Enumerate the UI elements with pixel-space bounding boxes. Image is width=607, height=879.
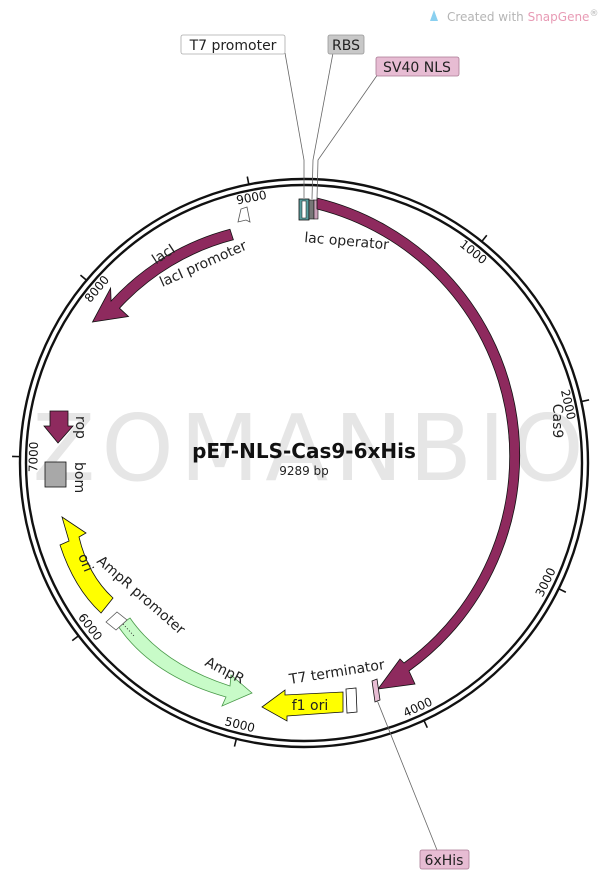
- tick-label-9000: 9000: [235, 188, 268, 208]
- tick-mark-2000: [581, 399, 590, 403]
- plasmid-name: pET-NLS-Cas9-6xHis: [192, 439, 416, 463]
- lac-operator-feature[interactable]: [301, 200, 307, 219]
- t7-promoter-callout[interactable]: T7 promoter: [180, 34, 286, 55]
- rop-label: rop: [72, 416, 88, 439]
- t7-terminator-feature[interactable]: [345, 687, 358, 714]
- snapgene-credit: Created with SnapGene®: [430, 9, 598, 24]
- tick-mark-8000: [79, 274, 88, 281]
- credit-text: Created with SnapGene®: [447, 9, 598, 24]
- f1-ori-feature[interactable]: [261, 689, 344, 722]
- cas9-feature-label: Cas9: [549, 404, 565, 439]
- tick-mark-1000: [481, 234, 488, 243]
- tick-mark-4000: [423, 720, 429, 729]
- ori-label: ori: [74, 552, 96, 575]
- tick-label-5000: 5000: [223, 714, 256, 735]
- rbs-callout[interactable]: RBS: [327, 34, 365, 55]
- t7-promoter-callout-text: T7 promoter: [189, 38, 277, 54]
- tick-mark-9000: [246, 176, 250, 185]
- sv40-nls-callout[interactable]: SV40 NLS: [375, 56, 460, 77]
- callout-leaders: [284, 52, 438, 851]
- tick-label-2000: 2000: [558, 388, 578, 421]
- rbs-callout-text: RBS: [332, 38, 360, 54]
- f1-ori-label: f1 ori: [292, 698, 329, 714]
- watermark: ZOMANBIO: [32, 395, 589, 502]
- snapgene-logo-icon: [430, 10, 438, 21]
- tick-mark-3000: [558, 587, 567, 593]
- ampr-feature[interactable]: [117, 617, 253, 707]
- tick-label-7000: 7000: [26, 441, 41, 472]
- laci-feature[interactable]: [91, 228, 234, 323]
- ampr-promoter-feature[interactable]: [105, 611, 128, 631]
- tick-mark-5000: [233, 738, 238, 747]
- his-tag-feature[interactable]: [371, 678, 381, 703]
- his-tag-callout-text: 6xHis: [425, 853, 464, 869]
- plasmid-size: 9289 bp: [279, 464, 329, 478]
- lac-operator-label: lac operator: [304, 230, 390, 253]
- bom-feature[interactable]: [44, 461, 67, 488]
- tick-mark-6000: [71, 635, 80, 642]
- rbs-feature[interactable]: [308, 199, 315, 220]
- laci-promoter-feature[interactable]: [237, 206, 251, 223]
- bom-label: bom: [71, 462, 87, 493]
- his-tag-callout[interactable]: 6xHis: [419, 849, 470, 870]
- t7-terminator-label: T7 terminator: [287, 657, 386, 688]
- sv40-nls-callout-text: SV40 NLS: [383, 60, 451, 76]
- rop-feature[interactable]: [43, 410, 74, 444]
- ori-feature[interactable]: [59, 516, 114, 614]
